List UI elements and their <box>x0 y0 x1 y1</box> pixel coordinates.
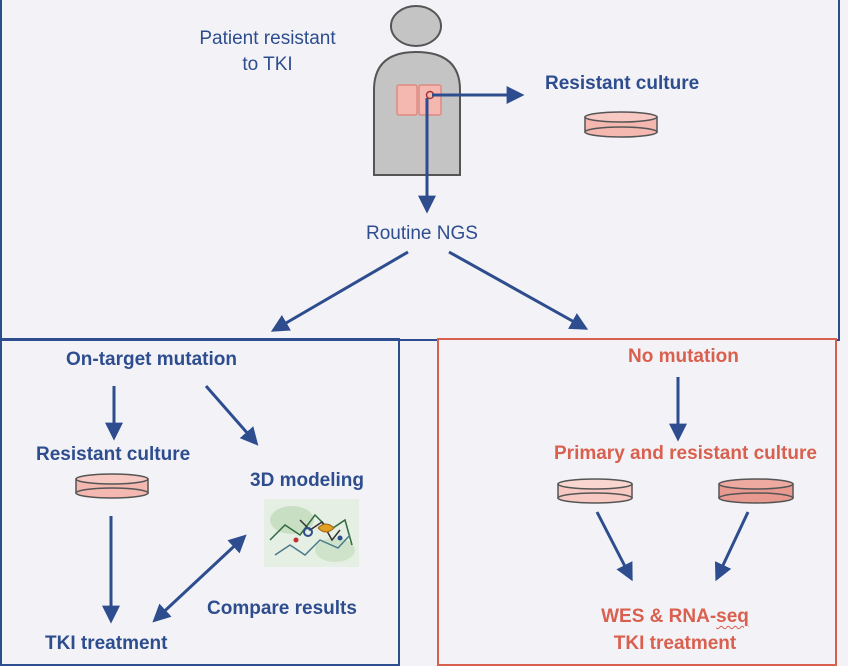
culture-dish-icon <box>584 111 658 138</box>
primary-resistant-culture-label: Primary and resistant culture <box>554 443 817 464</box>
left-culture-dish-icon <box>75 473 149 499</box>
patient-label: Patient resistant to TKI <box>180 26 355 78</box>
arrow-to-no-mutation <box>448 250 589 330</box>
right-tki-treatment-label: TKI treatment <box>613 633 737 654</box>
left-resistant-culture-label: Resistant culture <box>36 444 191 465</box>
3d-modeling-label: 3D modeling <box>250 470 365 491</box>
arrow-primary-to-wes <box>595 511 633 582</box>
outer-frame <box>0 0 840 341</box>
patient-figure-icon <box>373 5 461 176</box>
wes-rnaseq-prefix: WES & RNA- <box>601 606 717 627</box>
compare-double-arrow <box>152 534 247 623</box>
wes-rnaseq-suffix: seq <box>716 606 749 627</box>
3d-model-image <box>264 499 359 567</box>
no-mutation-label: No mutation <box>628 346 739 367</box>
left-tki-treatment-label: TKI treatment <box>45 633 168 654</box>
arrow-to-on-target <box>270 250 409 332</box>
compare-results-label: Compare results <box>207 598 357 619</box>
routine-ngs-label: Routine NGS <box>366 223 478 244</box>
patient-label-line2: to TKI <box>242 54 293 75</box>
on-target-mutation-label: On-target mutation <box>66 349 237 370</box>
resistant-culture-dish-icon <box>718 478 794 504</box>
biopsy-patch-right <box>418 84 442 116</box>
wes-rnaseq-label: WES & RNA-seq <box>580 606 770 628</box>
patient-label-line1: Patient resistant <box>199 28 336 49</box>
arrow-resistant-to-wes <box>714 511 750 582</box>
biopsy-patch-left <box>396 84 418 116</box>
left-panel-frame <box>0 338 400 666</box>
arrow-to-3d-modeling <box>204 385 259 446</box>
top-resistant-culture-label: Resistant culture <box>545 73 700 94</box>
primary-culture-dish-icon <box>557 478 633 504</box>
